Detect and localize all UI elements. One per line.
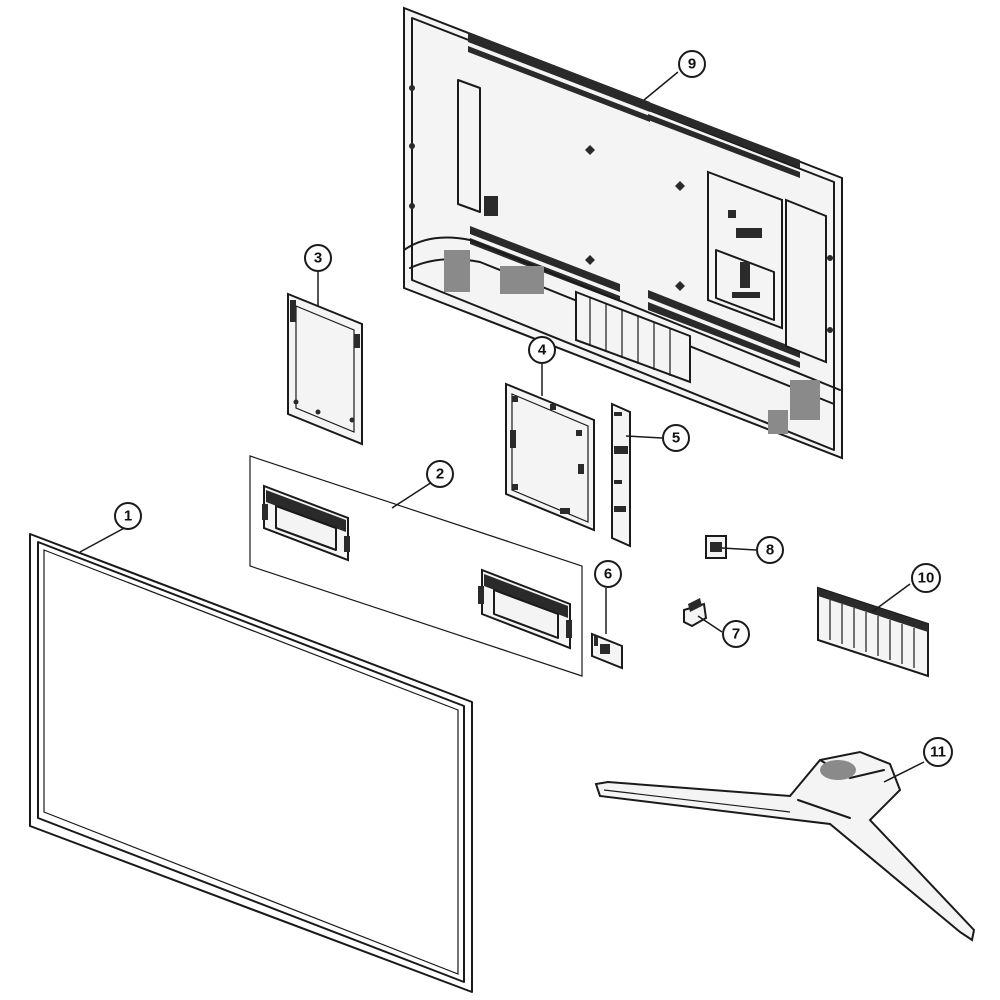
part-small-board (591, 632, 623, 670)
part-stand-base (594, 750, 976, 942)
part-tcon-strip (611, 402, 631, 548)
part-display-panel (29, 533, 473, 993)
callout-1-label: 1 (124, 508, 132, 525)
callout-8-label: 8 (766, 542, 774, 559)
callout-8: 8 (756, 536, 784, 564)
callout-11-label: 11 (930, 744, 946, 761)
callout-7: 7 (722, 620, 750, 648)
callout-7-label: 7 (732, 626, 740, 643)
callout-10-label: 10 (918, 570, 935, 587)
callout-10: 10 (911, 563, 941, 593)
callout-6: 6 (594, 560, 622, 588)
callout-2: 2 (426, 460, 454, 488)
part-clip (683, 598, 708, 628)
callout-5: 5 (662, 424, 690, 452)
part-power-board (505, 382, 595, 532)
callout-4-label: 4 (538, 342, 547, 359)
part-wall-brackets (249, 455, 583, 677)
leader-lines (79, 71, 925, 783)
callout-9: 9 (678, 50, 706, 78)
callout-3: 3 (304, 244, 332, 272)
part-main-board (287, 292, 363, 446)
part-button-module (705, 535, 727, 559)
callout-6-label: 6 (604, 566, 612, 583)
part-stand-neck (817, 586, 929, 678)
callout-1: 1 (114, 502, 142, 530)
callout-3-label: 3 (314, 250, 322, 267)
callout-2-label: 2 (436, 466, 444, 483)
callout-4: 4 (528, 336, 556, 364)
callout-5-label: 5 (672, 430, 680, 447)
callout-11: 11 (923, 737, 953, 767)
part-rear-cover (403, 6, 843, 460)
callout-9-label: 9 (688, 56, 696, 73)
